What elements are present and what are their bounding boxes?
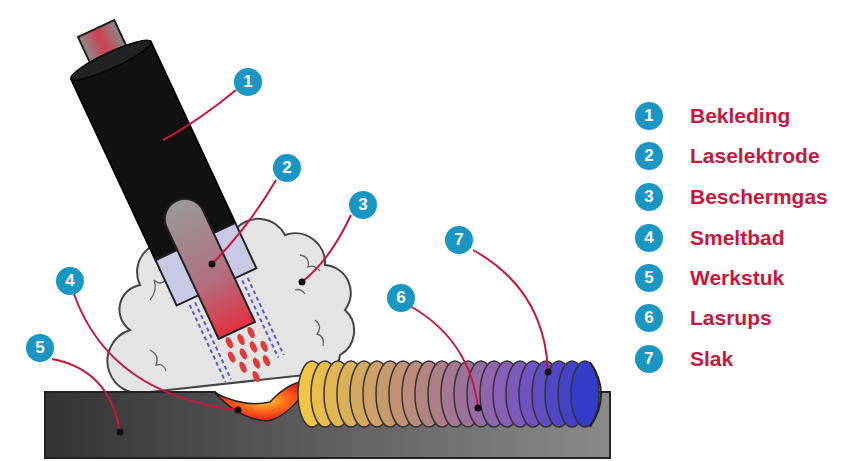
arc-droplet (236, 333, 247, 346)
callout-number: 1 (635, 102, 663, 130)
part-name: Werkstuk (690, 265, 784, 291)
callout-number: 6 (635, 304, 663, 332)
part-name: Lasrups (690, 305, 772, 331)
callout-number: 3 (349, 191, 377, 219)
arc-droplet (251, 370, 262, 383)
callout-number: 5 (26, 334, 54, 362)
electrode-core (158, 192, 255, 339)
arc-droplet (259, 340, 270, 353)
electrode (56, 10, 300, 400)
callout-number: 2 (273, 154, 301, 182)
callout-number: 7 (635, 345, 663, 373)
part-name: Laselektrode (690, 143, 820, 169)
part-name: Slak (690, 346, 733, 372)
part-name: Smeltbad (690, 225, 785, 251)
callout-number: 2 (635, 142, 663, 170)
callout-number: 4 (635, 224, 663, 252)
arc-dashes (190, 278, 284, 382)
arc-droplets (220, 323, 279, 389)
leader-dots (117, 139, 552, 436)
arc-droplet (261, 354, 272, 367)
part-name: Bekleding (690, 103, 790, 129)
callout-number: 3 (635, 183, 663, 211)
callout-number: 1 (234, 68, 262, 96)
callout-number: 6 (387, 284, 415, 312)
part-name: Beschermgas (690, 184, 828, 210)
arc-droplet (238, 361, 249, 374)
callout-number: 7 (445, 226, 473, 254)
weld-bead (298, 361, 601, 427)
callout-number: 5 (635, 264, 663, 292)
arc-droplet (226, 350, 237, 363)
bead-end (590, 362, 601, 427)
arc-droplet (248, 340, 259, 353)
weld-pool (215, 380, 312, 421)
callout-number: 4 (56, 267, 84, 295)
leader-lines (52, 90, 548, 432)
coating-top (68, 34, 155, 86)
arc-droplet (224, 336, 235, 349)
arc-droplet (251, 356, 262, 369)
arc-droplet (238, 347, 249, 360)
arc-droplet (246, 326, 257, 339)
